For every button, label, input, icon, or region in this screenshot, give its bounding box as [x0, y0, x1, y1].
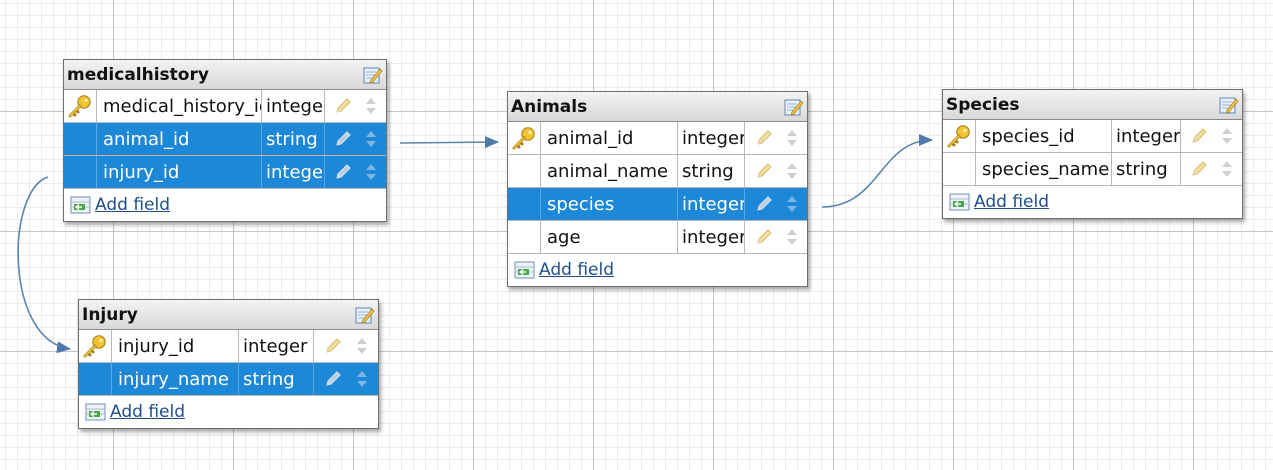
field-row-injury-id[interactable]: injury_id integer: [64, 156, 386, 189]
add-field-icon[interactable]: [85, 402, 107, 422]
field-row-species[interactable]: species integer: [508, 188, 807, 221]
connector-animal-id: [399, 136, 499, 149]
field-row-animal-id[interactable]: animal_id integer: [508, 122, 807, 155]
field-type[interactable]: string: [262, 123, 325, 155]
table-header[interactable]: Species: [943, 90, 1242, 120]
field-name[interactable]: species: [541, 188, 678, 220]
add-field-link[interactable]: Add field: [110, 402, 185, 422]
table-title: Species: [946, 94, 1020, 115]
pencil-icon[interactable]: [334, 163, 352, 181]
pencil-icon[interactable]: [324, 337, 342, 355]
field-name[interactable]: age: [541, 221, 678, 253]
pencil-icon[interactable]: [1190, 127, 1208, 145]
reorder-arrows-icon[interactable]: [365, 130, 377, 148]
pencil-icon[interactable]: [755, 195, 773, 213]
table-header[interactable]: medicalhistory: [64, 60, 386, 90]
field-type[interactable]: string: [239, 363, 314, 395]
primary-key-icon: [79, 330, 112, 362]
field-type[interactable]: integer: [678, 221, 745, 253]
field-row-animal-id[interactable]: animal_id string: [64, 123, 386, 156]
pencil-icon[interactable]: [334, 97, 352, 115]
field-type[interactable]: integer: [262, 90, 325, 122]
pencil-icon[interactable]: [324, 370, 342, 388]
field-name[interactable]: animal_id: [97, 123, 262, 155]
reorder-arrows-icon[interactable]: [786, 228, 798, 246]
field-type[interactable]: integer: [678, 188, 745, 220]
reorder-arrows-icon[interactable]: [1221, 160, 1233, 178]
reorder-arrows-icon[interactable]: [356, 337, 368, 355]
field-row-animal-name[interactable]: animal_name string: [508, 155, 807, 188]
field-row-medical-history-id[interactable]: medical_history_id integer: [64, 90, 386, 123]
edit-table-icon[interactable]: [363, 65, 383, 85]
field-row-species-name[interactable]: species_name string: [943, 153, 1242, 186]
field-name[interactable]: animal_name: [541, 155, 678, 187]
reorder-arrows-icon[interactable]: [786, 195, 798, 213]
field-type[interactable]: string: [678, 155, 745, 187]
field-row-injury-name[interactable]: injury_name string: [79, 363, 378, 396]
field-type[interactable]: integer: [678, 122, 745, 154]
pencil-icon[interactable]: [755, 228, 773, 246]
field-name[interactable]: injury_id: [112, 330, 239, 362]
table-title: medicalhistory: [67, 64, 209, 85]
field-name[interactable]: animal_id: [541, 122, 678, 154]
field-name[interactable]: injury_name: [112, 363, 239, 395]
field-row-species-id[interactable]: species_id integer: [943, 120, 1242, 153]
table-injury[interactable]: Injury injury_id integer injury_name str…: [78, 299, 379, 429]
primary-key-icon: [943, 120, 976, 152]
edit-table-icon[interactable]: [355, 305, 375, 325]
field-type[interactable]: integer: [239, 330, 314, 362]
field-row-age[interactable]: age integer: [508, 221, 807, 254]
table-medicalhistory[interactable]: medicalhistory medical_history_id intege…: [63, 59, 387, 222]
field-name[interactable]: medical_history_id: [97, 90, 262, 122]
add-field-icon[interactable]: [514, 260, 536, 280]
add-field-link[interactable]: Add field: [95, 195, 170, 215]
add-field-link[interactable]: Add field: [539, 260, 614, 280]
table-header[interactable]: Animals: [508, 92, 807, 122]
field-type[interactable]: string: [1112, 153, 1181, 185]
pencil-icon[interactable]: [755, 129, 773, 147]
field-name[interactable]: injury_id: [97, 156, 262, 188]
table-animals[interactable]: Animals animal_id integer animal_name st…: [507, 91, 808, 287]
reorder-arrows-icon[interactable]: [365, 163, 377, 181]
field-name[interactable]: species_id: [976, 120, 1112, 152]
field-type[interactable]: integer: [262, 156, 325, 188]
reorder-arrows-icon[interactable]: [786, 162, 798, 180]
reorder-arrows-icon[interactable]: [356, 370, 368, 388]
primary-key-icon: [64, 90, 97, 122]
primary-key-icon: [508, 122, 541, 154]
edit-table-icon[interactable]: [1219, 95, 1239, 115]
reorder-arrows-icon[interactable]: [365, 97, 377, 115]
table-title: Injury: [82, 304, 138, 325]
pencil-icon[interactable]: [334, 130, 352, 148]
table-species[interactable]: Species species_id integer species_name …: [942, 89, 1243, 219]
table-title: Animals: [511, 96, 588, 117]
pencil-icon[interactable]: [1190, 160, 1208, 178]
add-field-link[interactable]: Add field: [974, 192, 1049, 212]
add-field-icon[interactable]: [70, 195, 92, 215]
reorder-arrows-icon[interactable]: [786, 129, 798, 147]
pencil-icon[interactable]: [755, 162, 773, 180]
field-row-injury-id[interactable]: injury_id integer: [79, 330, 378, 363]
edit-table-icon[interactable]: [784, 97, 804, 117]
connector-species: [821, 134, 933, 208]
field-name[interactable]: species_name: [976, 153, 1112, 185]
field-type[interactable]: integer: [1112, 120, 1181, 152]
add-field-icon[interactable]: [949, 192, 971, 212]
table-header[interactable]: Injury: [79, 300, 378, 330]
reorder-arrows-icon[interactable]: [1221, 127, 1233, 145]
